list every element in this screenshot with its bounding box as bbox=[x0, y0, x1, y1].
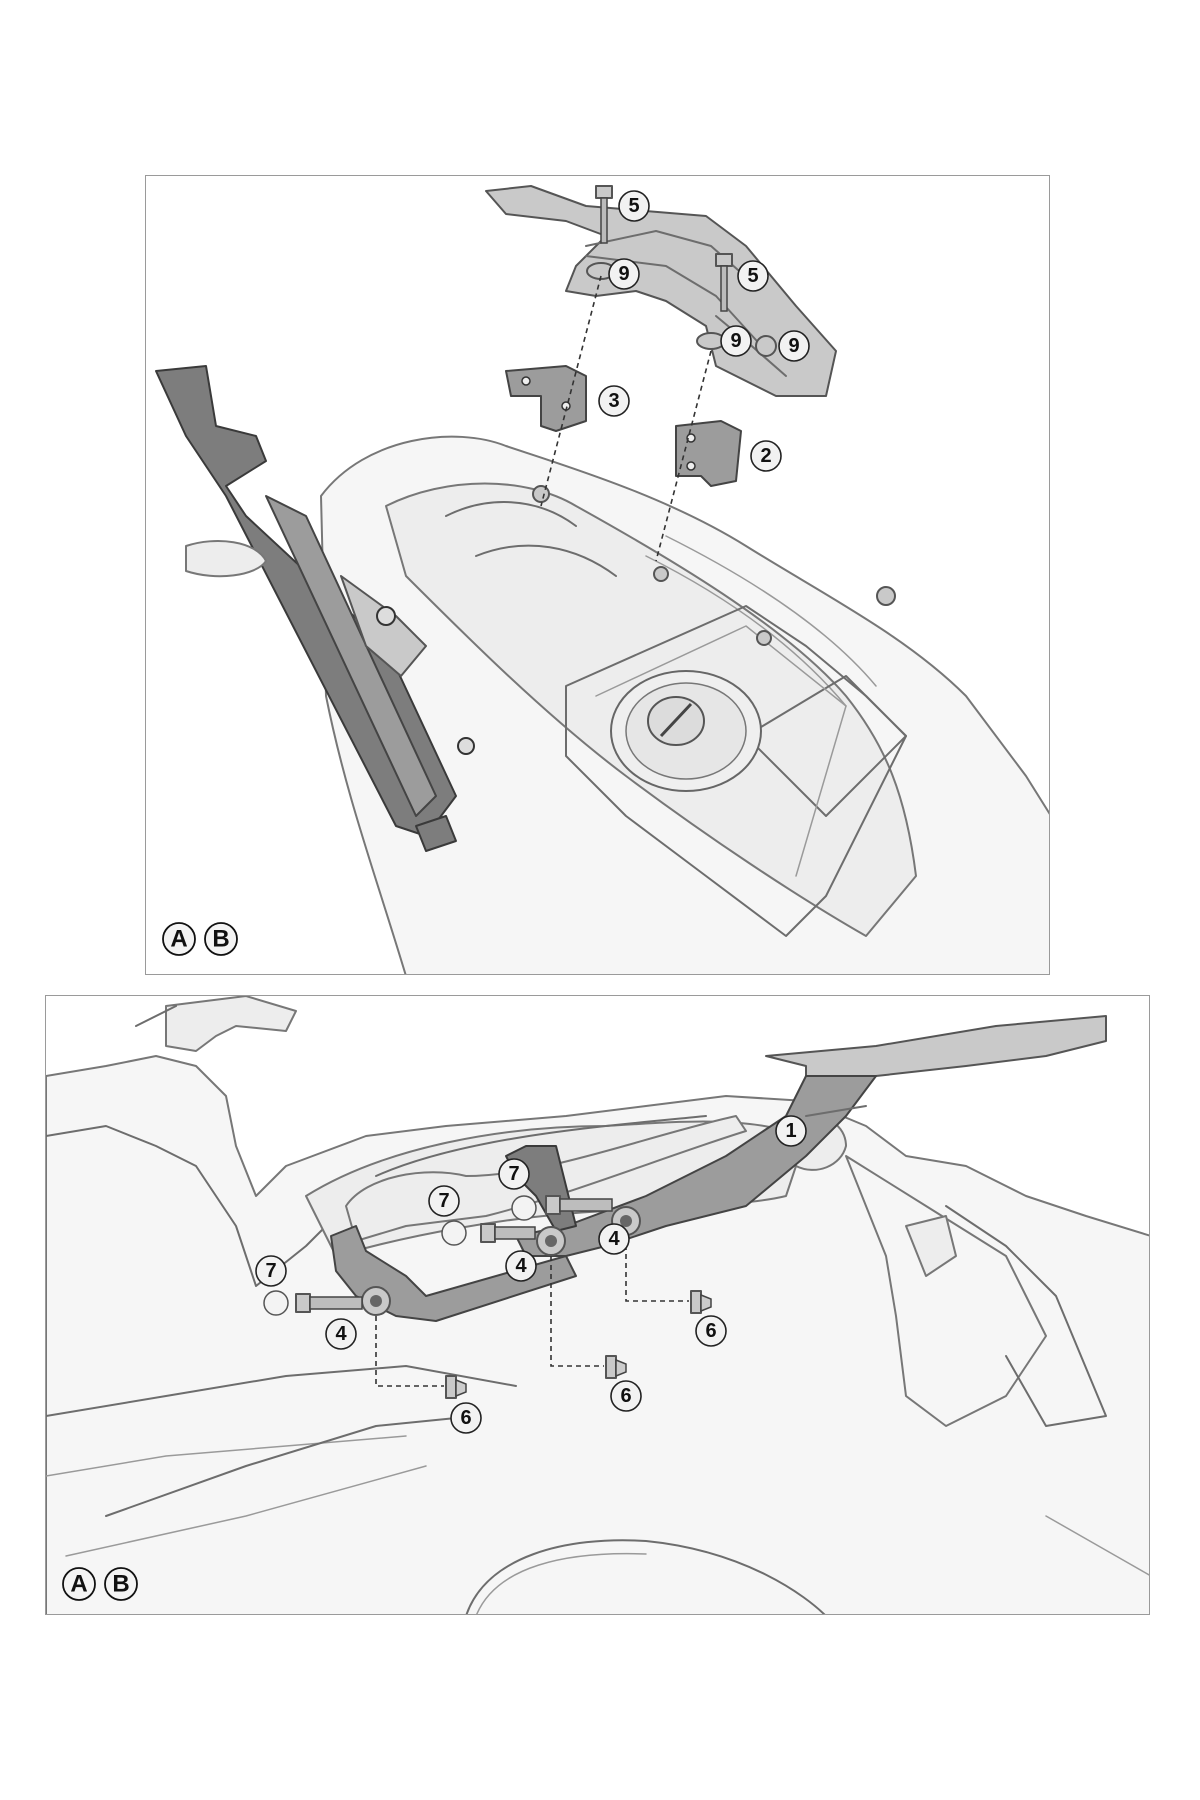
svg-text:6: 6 bbox=[705, 1320, 716, 1342]
svg-text:9: 9 bbox=[618, 263, 629, 285]
top-diagram-svg: 5 9 5 9 9 3 2 A bbox=[155, 185, 1049, 974]
bottom-side-view-panel: 1 7 7 7 4 4 4 6 bbox=[45, 995, 1150, 1615]
top-exploded-view-panel: 5 9 5 9 9 3 2 A bbox=[145, 175, 1050, 975]
callout-6-right: 6 bbox=[695, 1315, 727, 1347]
cap-7-right bbox=[511, 1195, 537, 1221]
variant-badge-b: B bbox=[104, 1567, 138, 1601]
seat-frame bbox=[532, 485, 907, 937]
mount-point-mid-hole bbox=[545, 1235, 557, 1247]
callout-7-left: 7 bbox=[255, 1255, 287, 1287]
svg-text:7: 7 bbox=[438, 1190, 449, 1212]
svg-text:A: A bbox=[70, 1571, 87, 1598]
bolt-5a bbox=[595, 185, 613, 244]
callout-6-mid: 6 bbox=[610, 1380, 642, 1412]
fuel-cap bbox=[610, 670, 762, 792]
callout-4-right: 4 bbox=[598, 1223, 630, 1255]
svg-text:5: 5 bbox=[628, 195, 639, 217]
svg-text:B: B bbox=[212, 926, 229, 953]
bottom-diagram-svg: 1 7 7 7 4 4 4 6 bbox=[46, 996, 1149, 1614]
svg-text:A: A bbox=[170, 926, 187, 953]
callout-1-frame: 1 bbox=[775, 1115, 807, 1147]
svg-text:7: 7 bbox=[508, 1163, 519, 1185]
svg-text:6: 6 bbox=[620, 1385, 631, 1407]
callout-7-upper: 7 bbox=[498, 1158, 530, 1190]
bracket-2[interactable] bbox=[675, 420, 742, 487]
assembly-line-left bbox=[540, 275, 602, 507]
callout-5-bolt-b: 5 bbox=[737, 260, 769, 292]
callout-9-washer-b: 9 bbox=[720, 325, 752, 357]
variant-badge-b: B bbox=[204, 922, 238, 956]
callout-6-left: 6 bbox=[450, 1402, 482, 1434]
mount-point-left-hole bbox=[370, 1295, 382, 1307]
svg-text:5: 5 bbox=[747, 265, 758, 287]
bracket-3[interactable] bbox=[505, 365, 587, 432]
svg-text:4: 4 bbox=[515, 1255, 527, 1277]
assembly-line-right bbox=[625, 1236, 689, 1302]
svg-text:7: 7 bbox=[265, 1260, 276, 1282]
assembly-line-right bbox=[655, 350, 712, 562]
variant-badge-a: A bbox=[162, 922, 196, 956]
washer-9c bbox=[755, 335, 777, 357]
screw-4-right bbox=[545, 1195, 613, 1215]
svg-text:6: 6 bbox=[460, 1407, 471, 1429]
svg-text:3: 3 bbox=[608, 390, 619, 412]
bolt-5b bbox=[715, 253, 733, 312]
svg-text:1: 1 bbox=[785, 1120, 796, 1142]
top-rack-plate[interactable] bbox=[485, 185, 837, 397]
motorcycle-body bbox=[46, 996, 1149, 1614]
screw-4-mid bbox=[480, 1223, 536, 1243]
variant-badge-a: A bbox=[62, 1567, 96, 1601]
svg-text:4: 4 bbox=[335, 1323, 347, 1345]
cap-7-left bbox=[263, 1290, 289, 1316]
side-rail bbox=[155, 365, 475, 852]
callout-5-bolt-a: 5 bbox=[618, 190, 650, 222]
callout-4-mid: 4 bbox=[505, 1250, 537, 1282]
mount-point-right-hole bbox=[620, 1215, 632, 1227]
nut-6-left bbox=[445, 1375, 467, 1399]
cap-7-mid bbox=[441, 1220, 467, 1246]
svg-text:9: 9 bbox=[730, 330, 741, 352]
screw-4-left bbox=[295, 1293, 363, 1313]
callout-7-mid: 7 bbox=[428, 1185, 460, 1217]
callout-9-washer-c: 9 bbox=[778, 330, 810, 362]
assembly-line-mid bbox=[550, 1256, 604, 1367]
svg-text:2: 2 bbox=[760, 445, 771, 467]
svg-text:9: 9 bbox=[788, 335, 799, 357]
svg-text:B: B bbox=[112, 1571, 129, 1598]
callout-2-bracket: 2 bbox=[750, 440, 782, 472]
callout-9-washer-a: 9 bbox=[608, 258, 640, 290]
nut-6-mid bbox=[605, 1355, 627, 1379]
svg-text:4: 4 bbox=[608, 1228, 620, 1250]
callout-3-bracket: 3 bbox=[598, 385, 630, 417]
callout-4-left: 4 bbox=[325, 1318, 357, 1350]
nut-6-right bbox=[690, 1290, 712, 1314]
